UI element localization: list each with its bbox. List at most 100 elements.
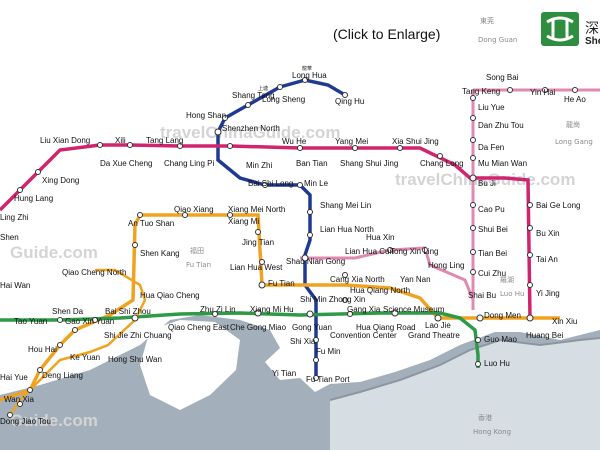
station-label[interactable]: Xia Shui Jing — [392, 137, 439, 146]
station-dot[interactable] — [277, 84, 283, 90]
station-dot[interactable] — [470, 115, 476, 121]
station-label[interactable]: Grand Theatre — [408, 331, 460, 340]
station-label[interactable]: Yan Nan — [400, 275, 431, 284]
station-label[interactable]: Hua Qiao Cheng — [140, 291, 200, 300]
station-label[interactable]: Yin Hai — [530, 88, 556, 97]
station-label[interactable]: Fu Min — [316, 347, 340, 356]
station-label[interactable]: Shen Da — [52, 307, 84, 316]
station-dot[interactable] — [297, 145, 303, 151]
station-label[interactable]: Dong Men — [484, 311, 521, 320]
station-dot[interactable] — [470, 225, 476, 231]
station-label[interactable]: Tao Yuan — [14, 317, 47, 326]
station-dot[interactable] — [475, 361, 481, 367]
station-dot[interactable] — [434, 314, 442, 322]
station-label[interactable]: Ling Zhi — [0, 213, 29, 222]
station-dot[interactable] — [422, 247, 428, 253]
station-label[interactable]: Bu Xin — [536, 229, 560, 238]
station-label[interactable]: Yi Tian — [272, 369, 296, 378]
station-dot[interactable] — [245, 102, 251, 108]
station-label[interactable]: Gang Xia — [347, 305, 381, 314]
station-label[interactable]: Shai Bu — [468, 291, 496, 300]
station-label[interactable]: Wu He — [282, 137, 307, 146]
station-label[interactable]: Liu Yue — [478, 103, 505, 112]
station-label[interactable]: Fu Tian — [268, 279, 295, 288]
station-label[interactable]: Convention Center — [330, 331, 397, 340]
station-dot[interactable] — [470, 202, 476, 208]
station-dot[interactable] — [262, 182, 268, 188]
station-label[interactable]: Shi Min Zhong Xin — [300, 295, 365, 304]
station-label[interactable]: Hua Xin — [366, 233, 394, 242]
station-dot[interactable] — [222, 115, 228, 121]
station-label[interactable]: Deng Liang — [42, 371, 83, 380]
station-label[interactable]: Mu Mian Wan — [478, 159, 527, 168]
station-label[interactable]: Ban Tian — [296, 159, 328, 168]
station-dot[interactable] — [342, 297, 348, 303]
station-dot[interactable] — [527, 202, 533, 208]
station-dot[interactable] — [127, 142, 133, 148]
click-to-enlarge-link[interactable]: (Click to Enlarge) — [333, 26, 441, 42]
station-dot[interactable] — [137, 212, 143, 218]
station-dot[interactable] — [57, 342, 63, 348]
station-label[interactable]: Da Xue Cheng — [100, 159, 152, 168]
station-dot[interactable] — [469, 174, 477, 182]
station-label[interactable]: Bai Ge Long — [536, 201, 580, 210]
station-dot[interactable] — [307, 209, 313, 215]
station-label[interactable]: Hong Shu Wan — [108, 355, 162, 364]
station-label[interactable]: Shi Xia — [290, 337, 316, 346]
station-label[interactable]: Tang Lang — [146, 136, 183, 145]
station-label[interactable]: Shenzhen North — [222, 124, 280, 133]
station-label[interactable]: Min Zhi — [246, 161, 272, 170]
station-dot[interactable] — [27, 387, 33, 393]
station-label[interactable]: Science Museum — [383, 305, 445, 314]
station-dot[interactable] — [17, 401, 23, 407]
station-dot[interactable] — [476, 314, 484, 322]
station-label[interactable]: Lian Hua West — [230, 263, 283, 272]
station-label[interactable]: Lian Hua North — [320, 225, 374, 234]
station-dot[interactable] — [470, 137, 476, 143]
station-dot[interactable] — [227, 143, 233, 149]
station-dot[interactable] — [470, 155, 476, 161]
station-dot[interactable] — [306, 310, 314, 318]
station-dot[interactable] — [17, 187, 23, 193]
station-label[interactable]: Hua Qiang Road — [356, 323, 416, 332]
station-dot[interactable] — [7, 412, 13, 418]
station-dot[interactable] — [572, 87, 578, 93]
station-dot[interactable] — [470, 95, 476, 101]
station-label[interactable]: Jing Tian — [242, 238, 274, 247]
station-dot[interactable] — [387, 247, 393, 253]
station-dot[interactable] — [347, 311, 353, 317]
station-label[interactable]: Xiang Mi Hu — [250, 305, 294, 314]
station-dot[interactable] — [214, 128, 222, 136]
station-label[interactable]: Xin Xiu — [552, 317, 577, 326]
station-dot[interactable] — [526, 314, 534, 322]
station-label[interactable]: Bai Shi Zhou — [105, 307, 151, 316]
station-label[interactable]: Bu Ji — [478, 179, 496, 188]
station-label[interactable]: Xili — [115, 136, 126, 145]
station-label[interactable]: Min Le — [304, 179, 329, 188]
station-dot[interactable] — [527, 282, 533, 288]
station-dot[interactable] — [35, 169, 41, 175]
station-label[interactable]: Dan Zhu Tou — [478, 121, 524, 130]
station-label[interactable]: Chang Long — [420, 159, 464, 168]
station-dot[interactable] — [391, 309, 399, 317]
station-dot[interactable] — [37, 367, 43, 373]
station-label[interactable]: Tong Xin Ling — [390, 247, 438, 256]
station-dot[interactable] — [342, 272, 348, 278]
station-label[interactable]: Luo Hu — [484, 359, 510, 368]
station-label[interactable]: Lian Hua Cun — [345, 247, 394, 256]
station-label[interactable]: Song Bai — [486, 73, 519, 82]
station-dot[interactable] — [177, 143, 183, 149]
station-label[interactable]: Lao Jie — [425, 321, 451, 330]
station-label[interactable]: Xiang Mei North — [228, 205, 285, 214]
station-dot[interactable] — [297, 182, 303, 188]
station-dot[interactable] — [352, 145, 358, 151]
station-dot[interactable] — [527, 225, 533, 231]
station-label[interactable]: Yi Jing — [536, 289, 560, 298]
station-label[interactable]: Shui Bei — [478, 225, 508, 234]
station-label[interactable]: Hung Lang — [14, 194, 53, 203]
station-dot[interactable] — [437, 153, 443, 159]
station-dot[interactable] — [131, 314, 139, 322]
station-label[interactable]: Shang Mei Lin — [320, 201, 371, 210]
station-label[interactable]: Hong Ling — [428, 261, 464, 270]
station-dot[interactable] — [470, 249, 476, 255]
